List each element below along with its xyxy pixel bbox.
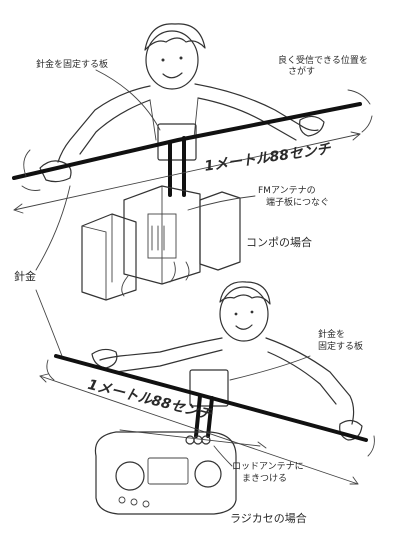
- radio-cassette: [94, 429, 267, 515]
- bottom-rod-label: ロッドアンテナに まきつける: [232, 462, 304, 485]
- component-stereo: [81, 185, 241, 301]
- bottom-plate-line-2: 固定する板: [318, 341, 364, 352]
- bottom-rod-line-1: ロッドアンテナに: [232, 462, 304, 472]
- top-antenna-wire: [12, 102, 362, 180]
- top-caption: コンポの場合: [246, 236, 312, 249]
- bottom-rod-line-2: まきつける: [242, 473, 288, 484]
- bottom-length-dimension: [39, 375, 359, 485]
- wire-label: 針金: [14, 270, 36, 283]
- bottom-plate-line-1: 針金を: [318, 330, 346, 340]
- bottom-plate-label: 針金を 固定する板: [318, 330, 363, 353]
- bottom-caption: ラジカセの場合: [230, 512, 307, 525]
- top-position-line-1: 良く受信できる位置を: [278, 56, 368, 66]
- top-fixing-plate: [157, 123, 197, 161]
- top-position-line-2: さがす: [288, 67, 316, 78]
- bottom-fixing-plate: [189, 369, 229, 407]
- top-connect-line-1: FMアンテナの: [258, 186, 316, 196]
- top-connect-label: FMアンテナの 端子板につなぐ: [258, 186, 329, 209]
- top-length-dimension: [13, 133, 361, 211]
- top-plate-label: 針金を固定する板: [36, 60, 109, 70]
- top-position-label: 良く受信できる位置を さがす: [278, 56, 368, 79]
- bottom-person: [91, 281, 363, 441]
- top-person: [39, 23, 325, 183]
- bottom-antenna-wire: [54, 354, 368, 442]
- bottom-lead-wire-right: [206, 396, 214, 438]
- wire-coil: [185, 435, 211, 445]
- top-connect-line-2: 端子板につなぐ: [266, 197, 330, 208]
